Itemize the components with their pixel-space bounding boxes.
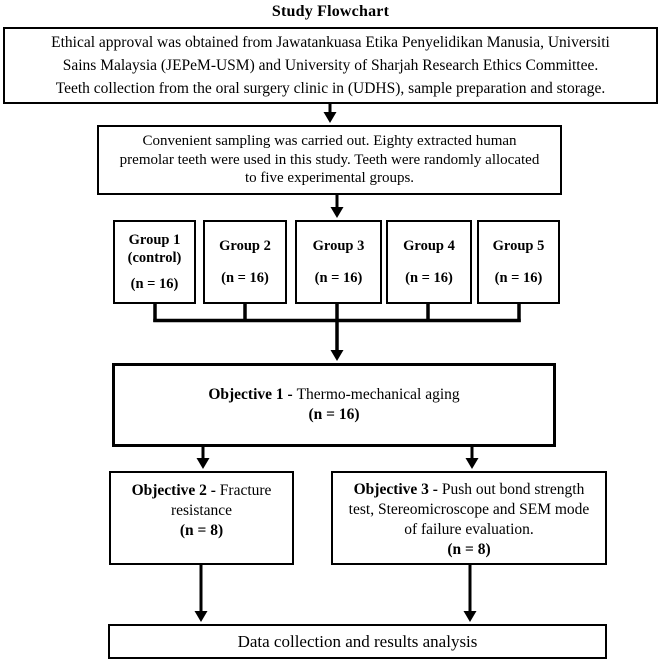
arrow-objective-3-to-final-icon <box>463 563 477 622</box>
objective-1-description: Thermo-mechanical aging <box>296 386 460 403</box>
sampling-line-1: Convenient sampling was carried out. Eig… <box>142 133 517 150</box>
group-4-sample-size: (n = 16) <box>405 270 453 287</box>
objective-3-sample-size: (n = 8) <box>447 541 491 558</box>
objective-1-prefix: Objective 1 - <box>208 386 297 403</box>
objective-2-prefix: Objective 2 - <box>131 482 220 499</box>
objective-2-description: Fracture resistance <box>170 482 272 519</box>
sampling-line-3: to five experimental groups. <box>244 170 415 187</box>
arrow-ethics-to-sampling-icon <box>323 102 337 123</box>
ethics-approval-box: Ethical approval was obtained from Jawat… <box>3 27 658 104</box>
arrow-objective-1-to-objective-2-icon <box>196 445 210 469</box>
group-5-box: Group 5 (n = 16) <box>477 220 560 304</box>
objective-2-text: Objective 2 - Fracture resistance <box>115 481 288 521</box>
objective-1-box: Objective 1 - Thermo-mechanical aging (n… <box>112 363 556 447</box>
group-4-label: Group 4 <box>403 237 455 254</box>
objective-1-text: Objective 1 - Thermo-mechanical aging <box>208 385 459 405</box>
data-collection-text: Data collection and results analysis <box>237 631 478 651</box>
objective-3-box: Objective 3 - Push out bond strength tes… <box>331 471 607 565</box>
group-1-head: Group 1 (control) <box>128 231 182 267</box>
arrow-objective-1-to-objective-3-icon <box>465 445 479 469</box>
group-3-sample-size: (n = 16) <box>314 270 363 287</box>
group-3-box: Group 3 (n = 16) <box>295 220 382 304</box>
data-collection-box: Data collection and results analysis <box>108 624 607 659</box>
group-5-head: Group 5 <box>493 237 545 255</box>
objective-2-box: Objective 2 - Fracture resistance (n = 8… <box>109 471 294 565</box>
group-2-box: Group 2 (n = 16) <box>203 220 287 304</box>
objective-1-sample-size: (n = 16) <box>308 406 360 423</box>
objective-3-description: Push out bond strength test, Stereomicro… <box>348 481 590 538</box>
group-5-sample-size: (n = 16) <box>494 270 543 287</box>
group-2-sample-size: (n = 16) <box>221 270 269 287</box>
arrow-groups-to-objective-1-icon <box>330 320 344 361</box>
groups-bus-lines <box>153 302 521 323</box>
arrow-objective-2-to-final-icon <box>194 563 208 622</box>
group-1-sample-size: (n = 16) <box>130 276 179 293</box>
sampling-line-2: premolar teeth were used in this study. … <box>119 151 540 168</box>
group-3-head: Group 3 <box>313 237 365 255</box>
group-2-head: Group 2 <box>219 237 271 255</box>
group-5-label: Group 5 <box>492 237 545 254</box>
group-3-label: Group 3 <box>312 237 365 254</box>
ethics-approval-line-3: Teeth collection from the oral surgery c… <box>55 80 606 97</box>
arrow-sampling-to-groups-icon <box>330 194 344 218</box>
ethics-approval-line-1: Ethical approval was obtained from Jawat… <box>51 34 610 51</box>
objective-3-text: Objective 3 - Push out bond strength tes… <box>343 480 595 540</box>
objective-3-prefix: Objective 3 - <box>353 481 442 498</box>
group-1-label: Group 1 <box>128 231 181 248</box>
sampling-box: Convenient sampling was carried out. Eig… <box>97 125 562 195</box>
group-1-box: Group 1 (control) (n = 16) <box>113 220 196 304</box>
group-2-label: Group 2 <box>219 237 271 254</box>
objective-2-sample-size: (n = 8) <box>179 522 224 539</box>
flowchart-title: Study Flowchart <box>271 3 390 20</box>
ethics-approval-line-2: Sains Malaysia (JEPeM-USM) and Universit… <box>62 57 599 74</box>
group-4-head: Group 4 <box>403 237 455 255</box>
group-4-box: Group 4 (n = 16) <box>386 220 472 304</box>
group-1-sublabel: (control) <box>127 249 182 266</box>
